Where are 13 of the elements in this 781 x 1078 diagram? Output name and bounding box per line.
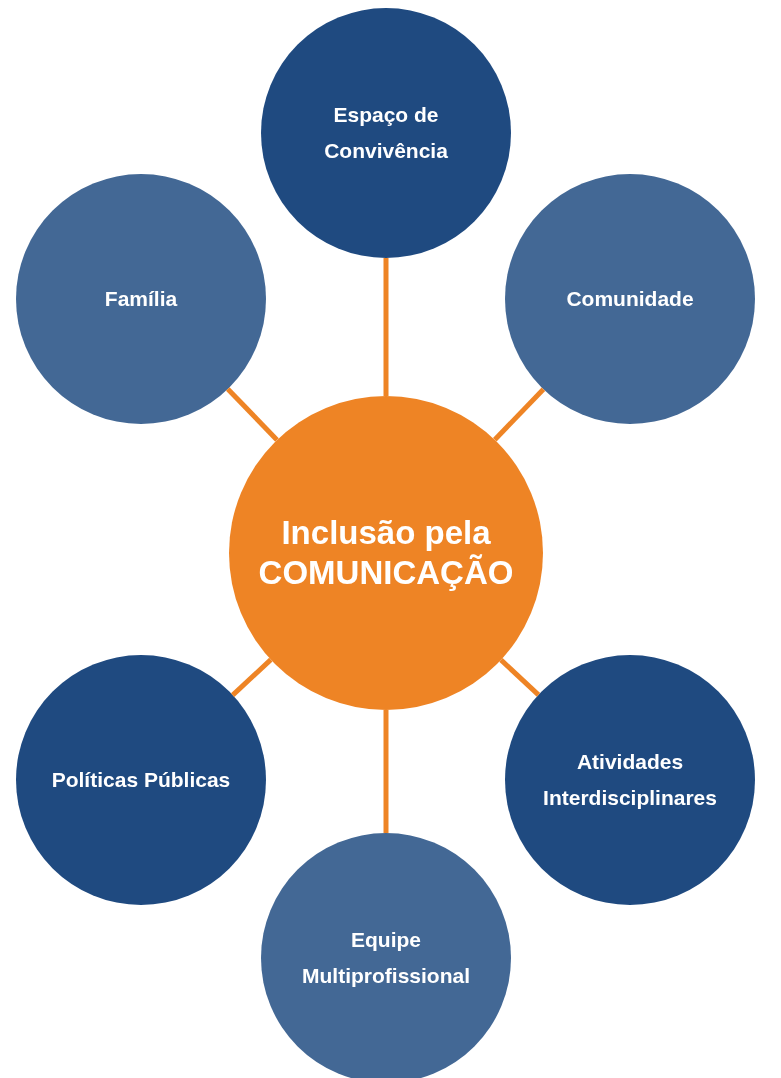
circle-label: Espaço de Convivência (323, 102, 449, 164)
connector-line (231, 657, 273, 697)
connector-line (383, 258, 389, 396)
connector-line (383, 710, 389, 833)
circle-label: Políticas Públicas (51, 767, 231, 794)
circle-label: Inclusão pela COMUNICAÇÃO (257, 513, 515, 593)
circle-label: Equipe Multiprofissional (301, 927, 471, 989)
circle-label: Atividades Interdisciplinares (542, 749, 718, 811)
circle-label: Comunidade (566, 286, 694, 313)
connector-line (499, 658, 541, 697)
connector-line (226, 387, 279, 442)
circle-label: Família (104, 286, 178, 313)
connector-line (492, 387, 546, 442)
